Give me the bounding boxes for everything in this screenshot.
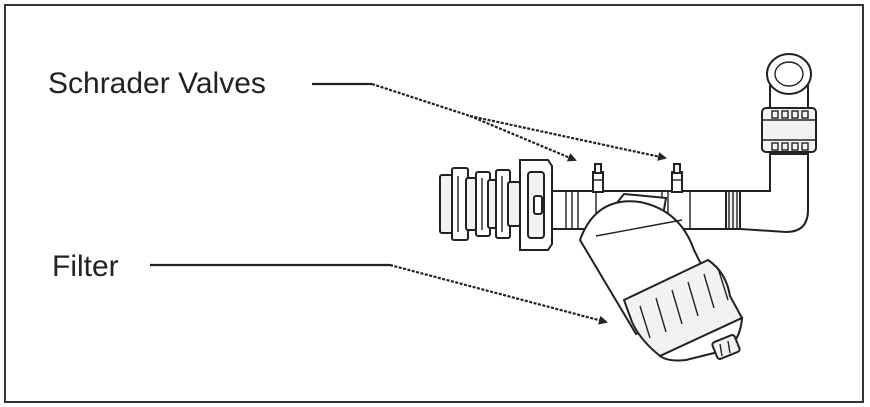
filter-housing xyxy=(578,192,744,362)
schrader-valve-left xyxy=(592,163,604,193)
flange xyxy=(519,159,553,251)
filter-label: Filter xyxy=(52,250,119,283)
elbow-fitting xyxy=(739,149,809,234)
schrader-valve-right xyxy=(671,163,683,193)
threaded-coupling xyxy=(439,167,521,241)
filter-leader-line xyxy=(150,263,608,325)
union-fitting xyxy=(761,107,817,153)
schrader-leader-line xyxy=(312,82,667,162)
schrader-valves-label: Schrader Valves xyxy=(48,67,266,100)
